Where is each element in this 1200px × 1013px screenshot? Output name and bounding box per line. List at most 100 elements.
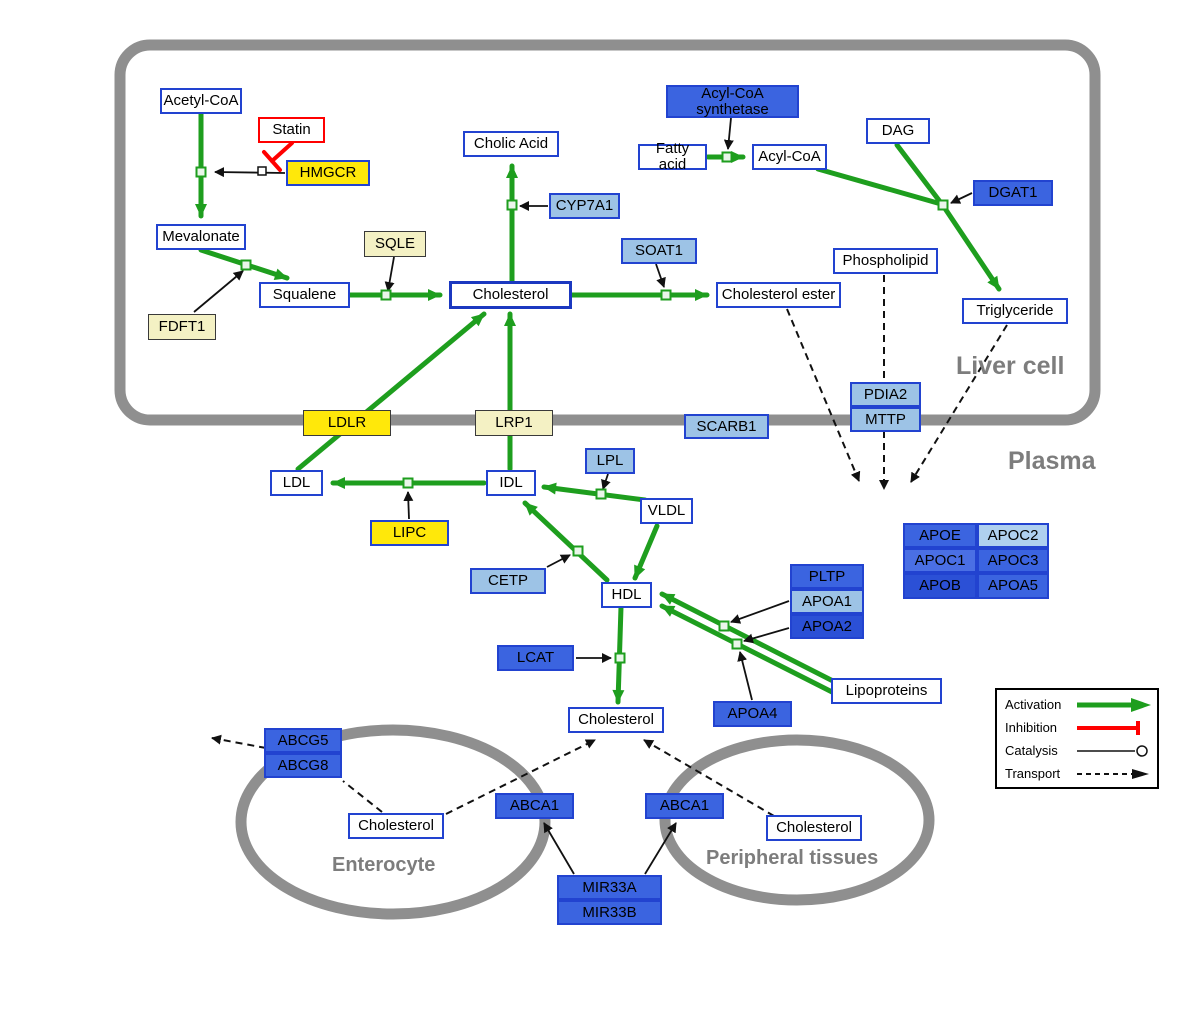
reaction-node [731,638,743,650]
node-vldl[interactable]: VLDL [640,498,693,524]
legend-activation-label: Activation [1005,697,1062,712]
node-cholesterol-enterocyte[interactable]: Cholesterol [348,813,444,839]
node-lcat[interactable]: LCAT [497,645,574,671]
region-label-enterocyte: Enterocyte [332,854,436,876]
node-cholesterol-liver[interactable]: Cholesterol [449,281,572,309]
reaction-node [595,488,607,500]
node-apoe[interactable]: APOE [903,523,977,548]
edge-ldl-cholesterol-via-ldlr [295,311,487,472]
transport-cholesterol-abcg58 [342,780,383,813]
node-dag[interactable]: DAG [866,118,930,144]
node-lipc[interactable]: LIPC [370,520,449,546]
node-ldlr[interactable]: LDLR [303,410,391,436]
edge-vldl-hdl [632,523,660,581]
legend-catalysis-label: Catalysis [1005,743,1058,758]
reaction-node [240,259,252,271]
regulation-mir33-abca1-right [644,822,677,875]
catalysis-dgat1 [950,192,973,204]
transport-abcg58-out [211,734,267,749]
transport-peripheral-cholesterol-plasma [643,739,775,817]
node-hdl[interactable]: HDL [601,582,652,608]
reaction-node [402,477,414,489]
region-label-plasma: Plasma [1008,447,1096,475]
reaction-node [572,545,584,557]
node-apoc2[interactable]: APOC2 [977,523,1049,548]
legend-row-inhibition: Inhibition [1005,716,1157,739]
node-mir33a[interactable]: MIR33A [557,875,662,900]
node-abcg8[interactable]: ABCG8 [264,753,342,778]
legend: Activation Inhibition Catalysis Transpor… [995,688,1159,789]
legend-transport-label: Transport [1005,766,1061,781]
node-pdia2[interactable]: PDIA2 [850,382,921,407]
inhibition-tbar [262,150,282,172]
region-label-peripheral-tissues: Peripheral tissues [706,847,879,869]
catalysis-hmgcr [214,167,286,178]
node-lipoproteins[interactable]: Lipoproteins [831,678,942,704]
node-apoa2[interactable]: APOA2 [790,614,864,639]
regulation-mir33-abca1-left [543,822,575,875]
node-apoa1[interactable]: APOA1 [790,589,864,614]
membrane-peripheral-tissues [659,734,935,906]
inhibition-target-square [257,166,267,176]
node-statin[interactable]: Statin [258,117,325,143]
catalysis-sqle [384,256,395,292]
catalysis-lpl [601,473,611,490]
node-lpl[interactable]: LPL [585,448,635,474]
node-acyl-coa-synthetase[interactable]: Acyl-CoA synthetase [666,85,799,118]
node-dgat1[interactable]: DGAT1 [973,180,1053,206]
node-triglyceride[interactable]: Triglyceride [962,298,1068,324]
node-apoa5[interactable]: APOA5 [977,573,1049,599]
node-mir33b[interactable]: MIR33B [557,900,662,925]
node-acyl-coa[interactable]: Acyl-CoA [752,144,827,170]
node-apoa4[interactable]: APOA4 [713,701,792,727]
node-cyp7a1[interactable]: CYP7A1 [549,193,620,219]
node-squalene[interactable]: Squalene [259,282,350,308]
node-scarb1[interactable]: SCARB1 [684,414,769,439]
node-cetp[interactable]: CETP [470,568,546,594]
node-apoc1[interactable]: APOC1 [903,548,977,573]
transport-dashed-arrow-icon [1077,768,1149,779]
node-ldl[interactable]: LDL [270,470,323,496]
inhibition-statin-hmgcr [270,141,294,163]
node-cholic-acid[interactable]: Cholic Acid [463,131,559,157]
node-cholesterol-plasma[interactable]: Cholesterol [568,707,664,733]
edge-lipoproteins-hdl-lower [659,603,841,698]
legend-inhibition-label: Inhibition [1005,720,1058,735]
membrane-liver-cell [114,39,1101,426]
node-pltp[interactable]: PLTP [790,564,864,589]
reaction-node [660,289,672,301]
node-apoc3[interactable]: APOC3 [977,548,1049,573]
node-abca1-right[interactable]: ABCA1 [645,793,724,819]
edge-acylcoa-dgat1node [815,166,944,207]
catalysis-cetp [546,554,571,568]
node-apob[interactable]: APOB [903,573,977,599]
transport-cholesterolester-plasma [786,308,861,482]
reaction-node [195,166,207,178]
node-cholesterol-ester[interactable]: Cholesterol ester [716,282,841,308]
node-cholesterol-peripheral[interactable]: Cholesterol [766,815,862,841]
region-label-liver-cell: Liver cell [956,352,1065,380]
node-abcg5[interactable]: ABCG5 [264,728,342,753]
reaction-node [937,199,949,211]
reaction-node [718,620,730,632]
node-mevalonate[interactable]: Mevalonate [156,224,246,250]
node-acetyl-coa[interactable]: Acetyl-CoA [160,88,242,114]
node-fdft1[interactable]: FDFT1 [148,314,216,340]
legend-row-catalysis: Catalysis [1005,739,1157,762]
node-soat1[interactable]: SOAT1 [621,238,697,264]
inhibition-tbar-icon [1077,720,1140,735]
node-fatty-acid[interactable]: Fatty acid [638,141,707,173]
node-phospholipid[interactable]: Phospholipid [833,248,938,274]
node-idl[interactable]: IDL [486,470,536,496]
catalysis-apoa2 [743,627,790,644]
node-abca1-left[interactable]: ABCA1 [495,793,574,819]
node-lrp1[interactable]: LRP1 [475,410,553,436]
node-sqle[interactable]: SQLE [364,231,426,257]
reaction-node [721,151,733,163]
node-hmgcr[interactable]: HMGCR [286,160,370,186]
transport-triglyceride-plasma [910,324,1008,483]
node-mttp[interactable]: MTTP [850,407,921,432]
legend-row-activation: Activation [1005,693,1157,716]
catalysis-lipc [403,491,414,520]
